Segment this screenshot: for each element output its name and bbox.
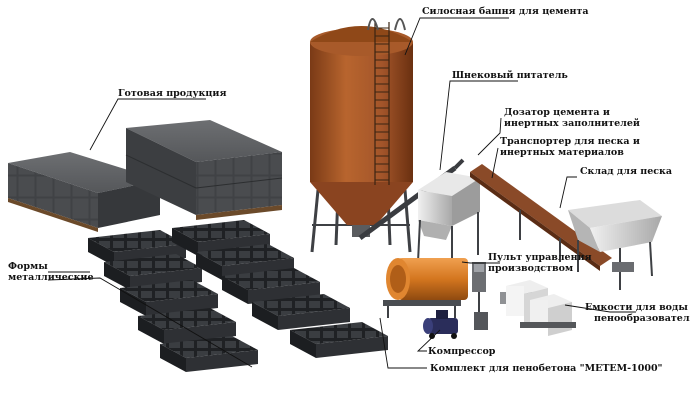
block-pallet-left	[8, 152, 160, 232]
doser-hopper-icon	[417, 172, 480, 268]
label-control-line2: производством	[488, 263, 573, 274]
labels-group: Силосная башня для цемента Готовая проду…	[8, 6, 690, 374]
silo-tower-icon	[310, 18, 413, 253]
metal-form-icon	[196, 244, 294, 280]
metal-form-icon	[172, 220, 270, 256]
metal-form-icon	[222, 268, 320, 304]
metal-form-icon	[104, 254, 202, 290]
control-panel-icon	[472, 262, 488, 330]
metal-form-icon	[120, 280, 218, 316]
metal-form-icon	[160, 336, 258, 372]
finished-products-group	[8, 120, 283, 232]
label-transporter-line1: Транспортер для песка и	[500, 136, 640, 147]
leader-lines	[47, 17, 636, 369]
metal-form-icon	[138, 308, 236, 344]
compressor-icon	[423, 310, 458, 339]
label-screw: Шнековый питатель	[452, 70, 568, 81]
label-control-line1: Пульт управления	[488, 252, 592, 263]
label-compressor: Компрессор	[428, 346, 496, 357]
mixer-drum-icon	[383, 258, 468, 318]
sand-hopper-icon	[568, 200, 662, 290]
metal-forms-group	[88, 220, 388, 372]
water-tank-icon	[500, 280, 576, 336]
label-tanks-line1: Емкости для воды и	[585, 302, 690, 313]
label-transporter-line2: инертных материалов	[500, 147, 624, 158]
label-tanks-line2: пенообразователя	[594, 313, 690, 324]
label-silo: Силосная башня для цемента	[422, 6, 589, 17]
label-finished: Готовая продукция	[118, 88, 227, 99]
sand-conveyor	[470, 164, 612, 271]
label-forms-line2: металлические	[8, 272, 94, 283]
label-kit: Комплект для пенобетона "МЕТЕМ-1000"	[430, 363, 663, 374]
label-sand: Склад для песка	[580, 166, 672, 177]
label-forms-line1: Формы	[8, 261, 48, 272]
label-doser-line2: инертных заполнителей	[504, 118, 640, 129]
block-pallet-right	[125, 120, 283, 220]
metal-form-icon	[252, 294, 350, 330]
metal-form-icon	[290, 322, 388, 358]
label-doser-line1: Дозатор цемента и	[504, 107, 610, 118]
